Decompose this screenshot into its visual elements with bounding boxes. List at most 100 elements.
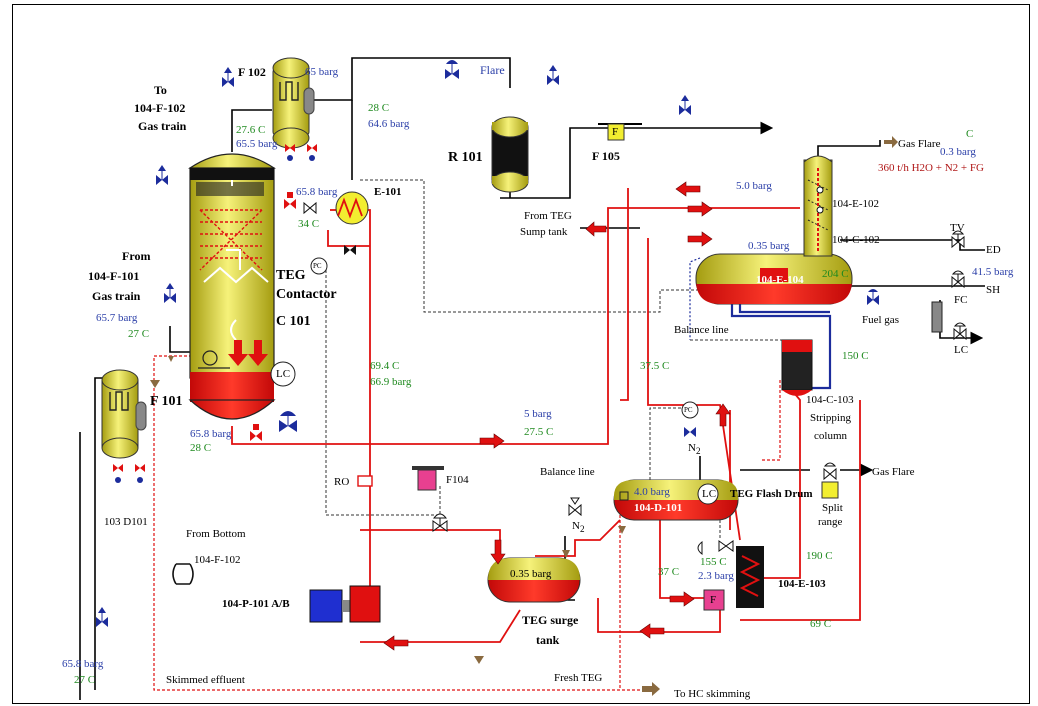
- label-from-bottom: From Bottom: [186, 528, 246, 540]
- ctrl-pc-right: [649, 407, 690, 480]
- ctrl-balance-top: [360, 179, 740, 313]
- label-temp-27-5: 27.5 C: [524, 426, 554, 438]
- label-ed: ED: [986, 244, 1001, 256]
- label-from-teg-2: Sump tank: [520, 226, 568, 238]
- label-pc-right: PC: [684, 406, 693, 414]
- label-gas-flare-mid: Gas Flare: [872, 466, 915, 478]
- label-to-f102-3: Gas train: [138, 119, 187, 133]
- label-to-f102-2: 104-F-102: [134, 101, 186, 115]
- label-n2-mid: N2: [572, 520, 585, 535]
- reactor-r101: [491, 116, 529, 193]
- label-f102-pressure: 65 barg: [305, 66, 339, 78]
- exchanger-e103: [736, 546, 764, 608]
- label-gas-flare-top: Gas Flare: [898, 138, 941, 150]
- label-fc: FC: [954, 294, 968, 306]
- label-balance-mid: Balance line: [540, 466, 595, 478]
- label-temp-190: 190 C: [806, 550, 833, 562]
- label-pressure-41-5: 41.5 barg: [972, 266, 1014, 278]
- label-pressure-65-7: 65.7 barg: [96, 312, 138, 324]
- label-f105: F 105: [592, 149, 620, 163]
- label-teg-3: C 101: [276, 314, 311, 329]
- label-f-box: F: [710, 594, 717, 606]
- label-r101: R 101: [448, 150, 483, 165]
- ctrl-pc-valve: [325, 270, 441, 516]
- effluent-c103: [760, 380, 781, 461]
- line-ed: [840, 239, 985, 251]
- label-temp-27-mid: 27 C: [128, 328, 150, 340]
- teg-contactor-c101: [188, 153, 276, 420]
- label-pressure-4-0: 4.0 barg: [634, 486, 670, 498]
- label-pressure-2-3: 2.3 barg: [698, 570, 734, 582]
- still-column-c102: [803, 155, 833, 257]
- label-c103-1: 104-C-103: [806, 394, 854, 406]
- exchanger-e101: [335, 191, 369, 225]
- label-to-f102-1: To: [154, 83, 167, 97]
- line-e102-top: [817, 140, 881, 160]
- label-temp-27-bottom: 27 C: [74, 674, 96, 686]
- label-temp-150: 150 C: [842, 350, 869, 362]
- label-lc-d101: LC: [702, 488, 717, 500]
- filter-right: [931, 301, 943, 333]
- label-fresh-teg: Fresh TEG: [554, 672, 603, 684]
- label-e104: 104-E-104: [756, 274, 804, 286]
- label-temp-155: 155 C: [700, 556, 727, 568]
- label-temp-37: 37 C: [658, 566, 680, 578]
- label-teg-flash-drum: TEG Flash Drum: [730, 488, 813, 500]
- label-skimmed-effluent: Skimmed effluent: [166, 674, 245, 686]
- flow-arrows: [383, 181, 731, 651]
- label-e102: 104-E-102: [832, 198, 880, 210]
- label-temp-28-top: 28 C: [368, 102, 390, 114]
- filter-f-small: [703, 589, 725, 611]
- label-c-top: C: [966, 128, 974, 140]
- line-rich-teg: [231, 207, 800, 445]
- label-fuel-gas: Fuel gas: [862, 314, 899, 326]
- label-c103-2: Stripping: [810, 412, 851, 424]
- label-e101: E-101: [374, 186, 402, 198]
- line-surge-pump: [360, 609, 521, 643]
- line-surge-return: [597, 598, 721, 633]
- knockout-drum-f102: [272, 57, 315, 149]
- control-valves: [96, 60, 967, 627]
- label-teg-2: Contactor: [276, 287, 337, 302]
- label-temp-34: 34 C: [298, 218, 320, 230]
- label-n2-right: N2: [688, 442, 701, 457]
- line-e101-loop: [327, 230, 370, 247]
- label-e103: 104-E-103: [778, 578, 826, 590]
- label-pressure-0-35-top: 0.35 barg: [748, 240, 790, 252]
- line-flash-down: [659, 520, 710, 599]
- label-temp-37-5: 37.5 C: [640, 360, 670, 372]
- label-from-teg-1: From TEG: [524, 210, 572, 222]
- label-pressure-64-6: 64.6 barg: [368, 118, 410, 130]
- label-pressure-0-3: 0.3 barg: [940, 146, 976, 158]
- label-sh: SH: [986, 284, 1001, 296]
- filter-f104: [412, 466, 444, 491]
- label-pressure-65-8-bottom: 65.8 barg: [62, 658, 104, 670]
- label-f105-box: F: [612, 126, 619, 138]
- effluent-lines: [153, 355, 781, 691]
- misc-symbols: [172, 475, 839, 585]
- label-d101: 104-D-101: [634, 502, 683, 514]
- label-surge-1: TEG surge: [522, 613, 579, 627]
- knockout-drum-f101: [101, 369, 147, 459]
- label-flare: Flare: [480, 63, 505, 77]
- label-to-hc-skimming: To HC skimming: [674, 688, 751, 700]
- instruments: [270, 257, 719, 505]
- label-temp-69-4: 69.4 C: [370, 360, 400, 372]
- line-69: [740, 400, 861, 621]
- label-tv: TV: [950, 222, 965, 234]
- label-c103-3: column: [814, 430, 847, 442]
- filter-f105: [598, 123, 642, 141]
- line-c101-f102: [231, 109, 272, 152]
- line-reboiler-c103: [730, 282, 832, 390]
- label-pc-small: PC: [313, 262, 322, 270]
- label-from-f101-3: Gas train: [92, 289, 141, 303]
- label-103-d101: 103 D101: [104, 516, 148, 528]
- label-h2o-n2-fg: 360 t/h H2O + N2 + FG: [878, 162, 984, 174]
- label-split-1: Split: [822, 502, 843, 514]
- pump-p101: [309, 585, 381, 623]
- label-pressure-5: 5 barg: [524, 408, 552, 420]
- line-lean-return: [360, 209, 371, 601]
- line-surge-top: [535, 519, 621, 557]
- brown-arrows: [150, 136, 898, 696]
